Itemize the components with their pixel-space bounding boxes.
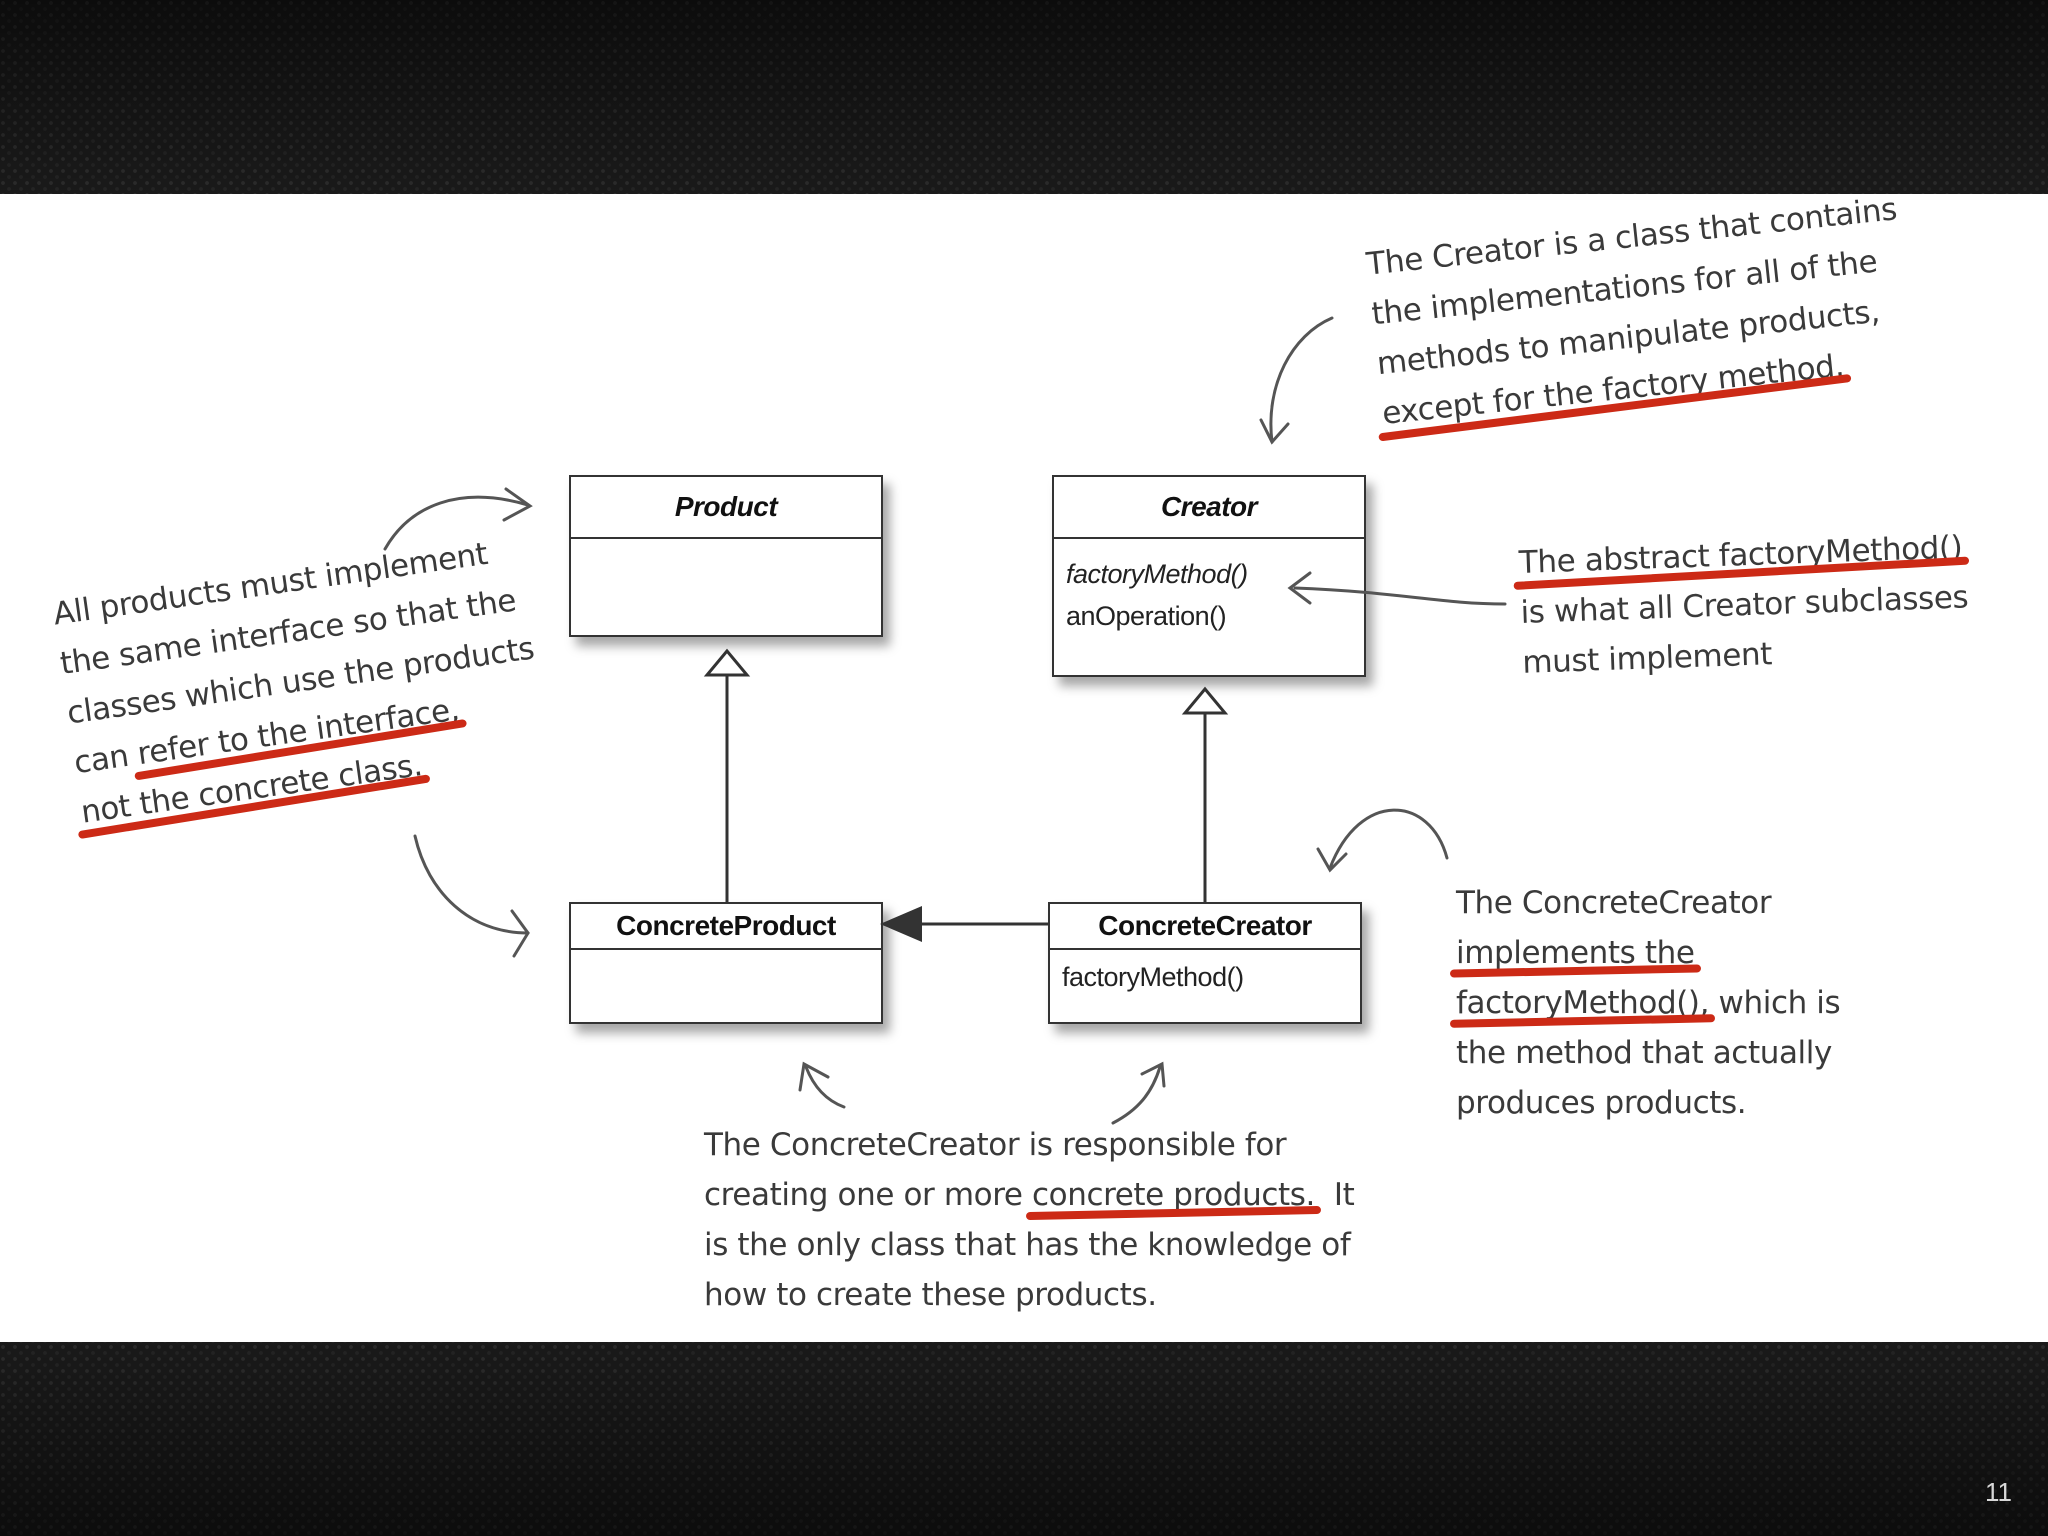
class-creator[interactable]: Creator factoryMethod() anOperation()	[1052, 475, 1366, 677]
bottom-frame-band	[0, 1342, 2048, 1536]
note-responsible-line-4: how to create these products.	[704, 1277, 1157, 1313]
class-product-title: Product	[571, 477, 881, 539]
note-responsible-line-2-post: It	[1314, 1177, 1355, 1213]
note-responsible: The ConcreteCreator is responsible for c…	[704, 1120, 1355, 1320]
class-concrete-creator-methods: factoryMethod()	[1050, 950, 1360, 1012]
note-abstract-highlight: The abstract factoryMethod()	[1518, 529, 1963, 581]
note-products-line-4-pre: can	[71, 736, 141, 782]
note-responsible-line-3: is the only class that has the knowledge…	[704, 1227, 1351, 1263]
top-frame-band	[0, 0, 2048, 194]
concrete-creator-method-factory: factoryMethod()	[1062, 962, 1244, 992]
creator-method-factory: factoryMethod()	[1066, 559, 1248, 589]
class-concrete-creator[interactable]: ConcreteCreator factoryMethod()	[1048, 902, 1362, 1024]
class-creator-methods: factoryMethod() anOperation()	[1054, 539, 1364, 651]
creator-method-operation: anOperation()	[1066, 601, 1227, 631]
note-responsible-line-1: The ConcreteCreator is responsible for	[704, 1127, 1287, 1163]
note-concrete-creator-line-1: The ConcreteCreator	[1456, 885, 1772, 921]
note-concrete-creator-line-4: the method that actually	[1456, 1035, 1832, 1071]
note-concrete-creator-highlight-1: implements the	[1456, 935, 1695, 971]
class-product[interactable]: Product	[569, 475, 883, 637]
note-abstract: The abstract factoryMethod() is what all…	[1518, 522, 1971, 688]
class-concrete-creator-title: ConcreteCreator	[1050, 904, 1360, 950]
slide-number: 11	[1985, 1477, 2012, 1507]
class-creator-title: Creator	[1054, 477, 1364, 539]
class-concrete-product-title: ConcreteProduct	[571, 904, 881, 950]
note-concrete-creator-line-3-post: which is	[1709, 985, 1841, 1021]
note-concrete-creator: The ConcreteCreator implements the facto…	[1456, 878, 1841, 1128]
class-concrete-product[interactable]: ConcreteProduct	[569, 902, 883, 1024]
note-concrete-creator-line-5: produces products.	[1456, 1085, 1747, 1121]
note-concrete-creator-highlight-2: factoryMethod(),	[1456, 985, 1710, 1021]
note-responsible-highlight: concrete products.	[1031, 1177, 1315, 1213]
note-responsible-line-2-pre: creating one or more	[704, 1177, 1032, 1213]
